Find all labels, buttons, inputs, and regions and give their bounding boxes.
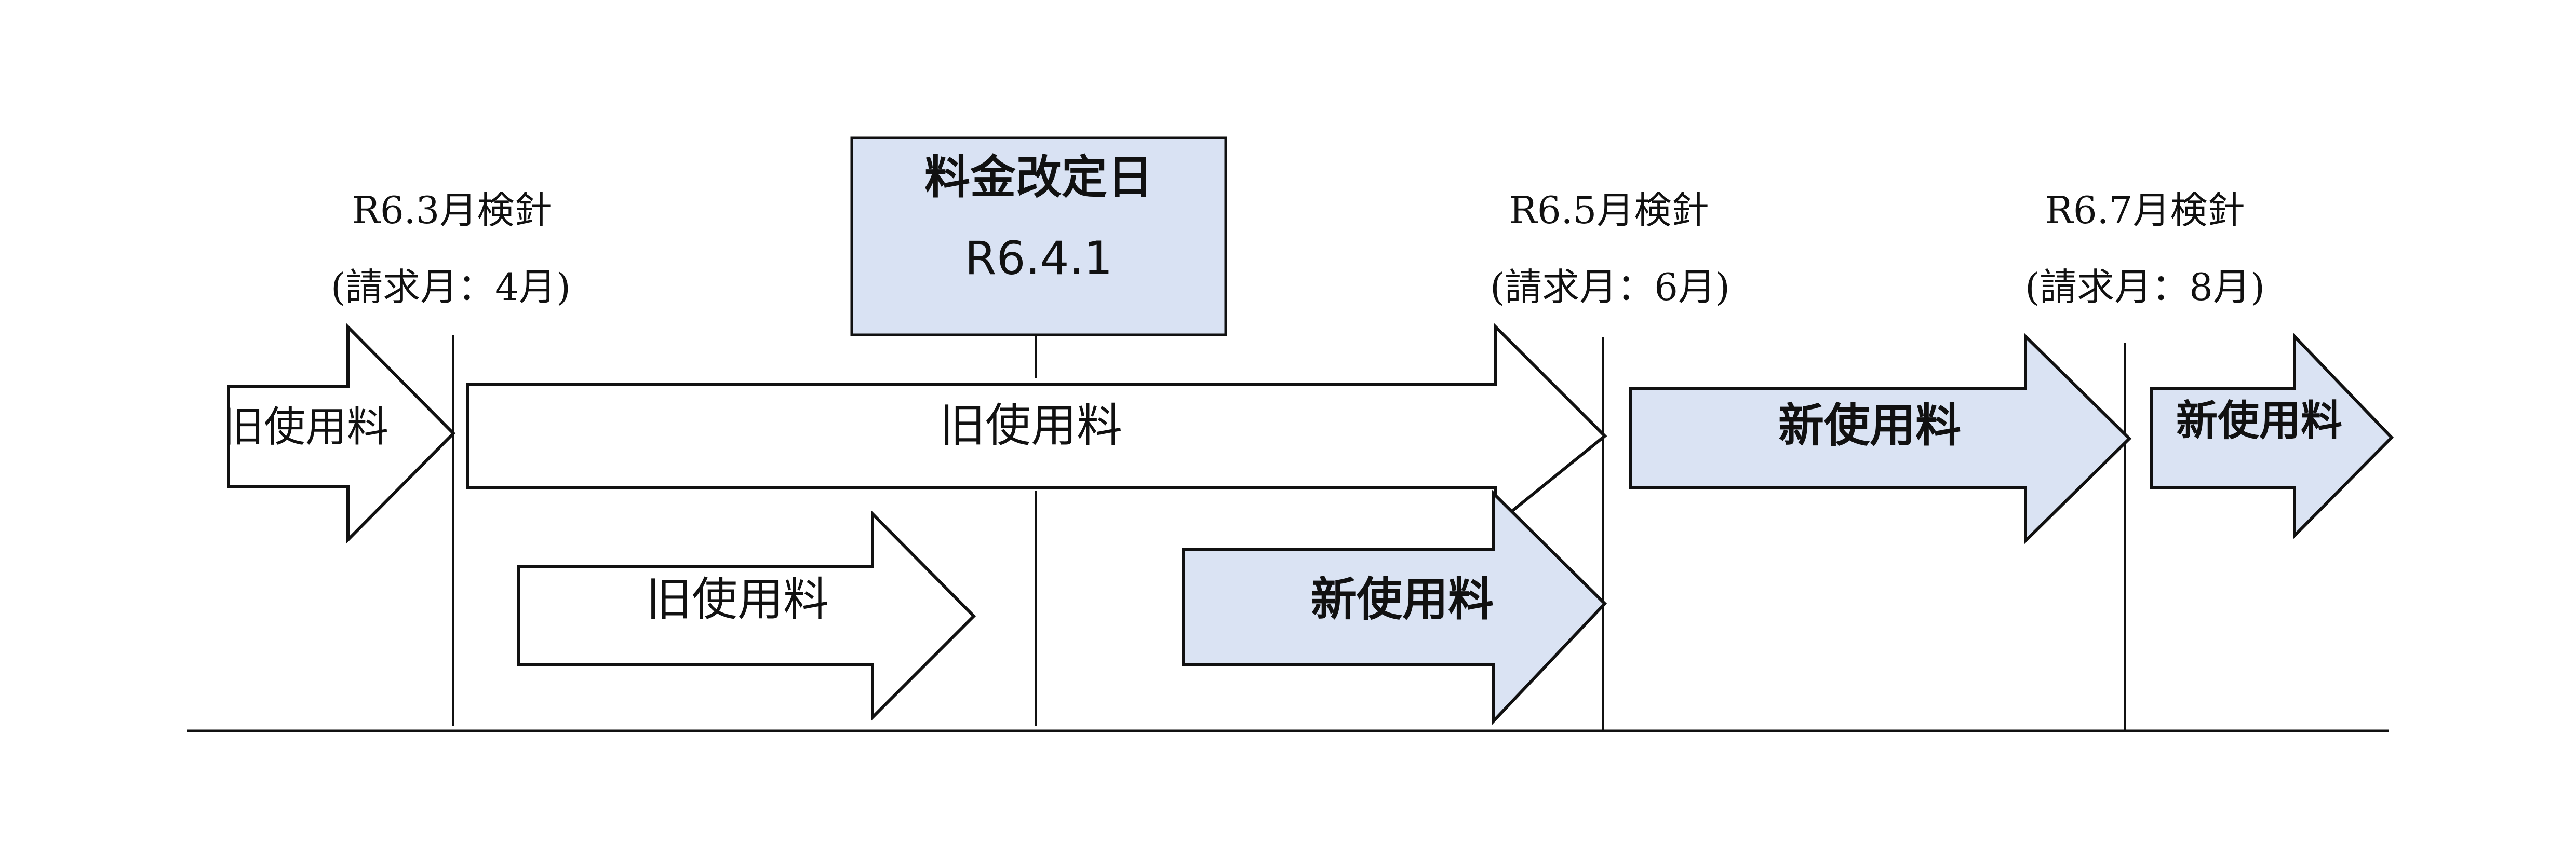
arrow-old-fee-2-label: 旧使用料 <box>940 399 1122 452</box>
arrow-old-fee-1-label: 旧使用料 <box>222 403 388 451</box>
arrow-new-fee-2-label: 新使用料 <box>1778 399 1961 452</box>
arrow-new-fee-3-label: 新使用料 <box>2176 397 2342 445</box>
arrow-old-fee-3-label: 旧使用料 <box>646 573 829 626</box>
arrow-old-fee-2 <box>466 323 1607 528</box>
arrow-new-fee-3 <box>2150 332 2394 540</box>
revision-date-box <box>850 136 1227 336</box>
arrow-old-fee-1 <box>227 323 456 544</box>
meter-reading-r6-3: R6.3月検針 <box>352 188 552 232</box>
billing-month-4: (請求月：4月) <box>331 265 571 309</box>
billing-month-8: (請求月：8月) <box>2025 265 2265 309</box>
billing-month-6: (請求月：6月) <box>1490 265 1730 309</box>
arrow-new-fee-1-label: 新使用料 <box>1311 573 1494 626</box>
arrow-new-fee-1 <box>1182 489 1607 726</box>
revision-date-value: R6.4.1 <box>964 231 1112 285</box>
meter-reading-r6-5: R6.5月検針 <box>1509 188 1709 232</box>
arrow-old-fee-3 <box>517 510 976 721</box>
revision-date-title: 料金改定日 <box>924 151 1153 204</box>
arrow-new-fee-2 <box>1629 332 2132 545</box>
meter-reading-r6-7: R6.7月検針 <box>2045 188 2245 232</box>
